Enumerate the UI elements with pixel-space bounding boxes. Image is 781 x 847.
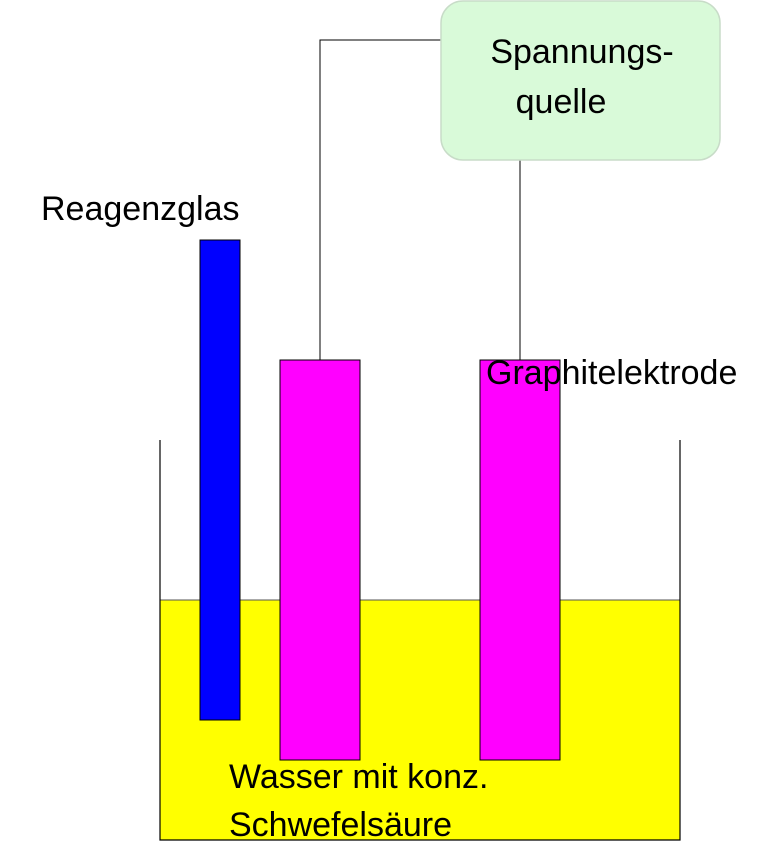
test-tube-label: Reagenzglas — [41, 190, 239, 228]
test-tube — [199, 239, 241, 721]
liquid-label-line1: Wasser mit konz. — [229, 758, 488, 796]
liquid-fill — [160, 600, 680, 840]
electrode-label: Graphitelektrode — [486, 354, 737, 392]
power-source-label-line1: Spannungs- — [490, 33, 673, 71]
power-source-box — [440, 0, 721, 161]
liquid-label-line2: Schwefelsäure — [229, 806, 452, 842]
beaker-outline — [159, 440, 681, 841]
wire-left — [319, 39, 442, 360]
graphite-electrode-left — [279, 359, 361, 761]
power-source-label-line2: quelle — [516, 83, 607, 121]
graphite-electrode-right — [479, 359, 561, 761]
